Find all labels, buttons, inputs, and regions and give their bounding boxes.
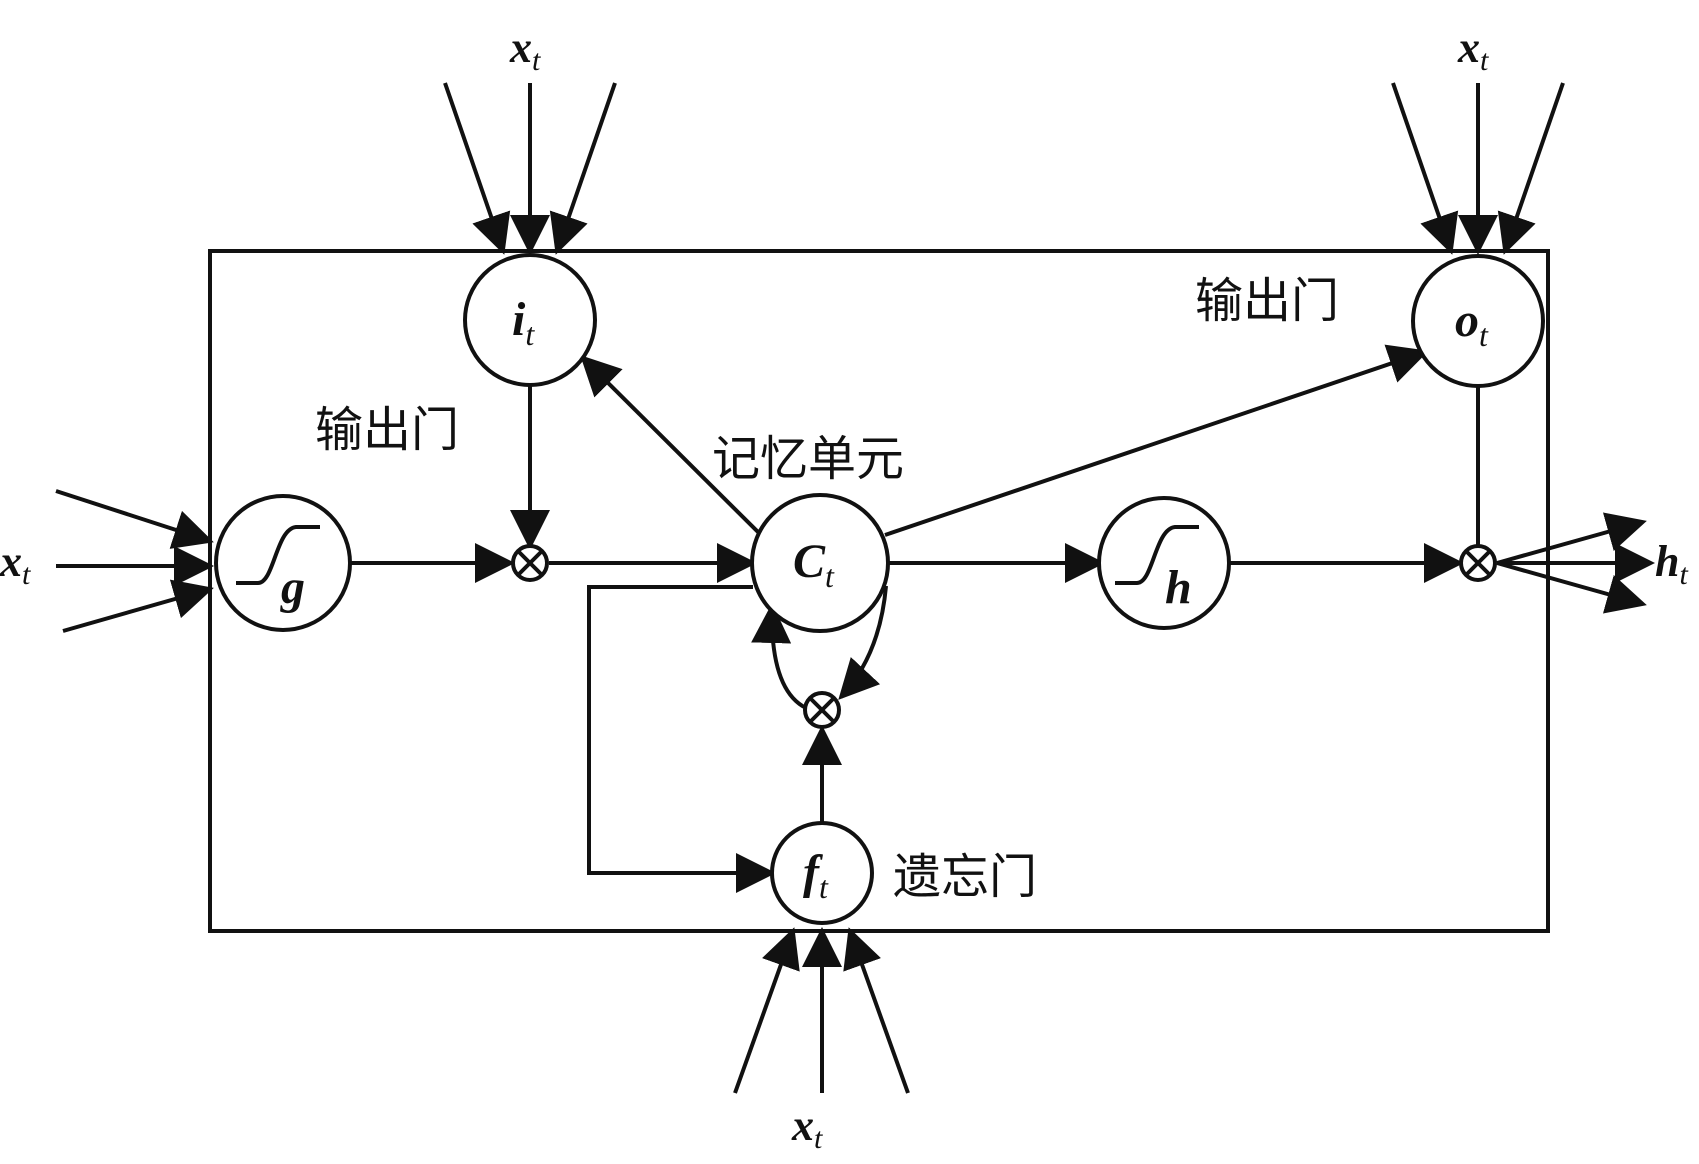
- h-activation-node: h: [1097, 496, 1231, 630]
- multiply-icon: [1459, 544, 1497, 582]
- output-ht-label: ht: [1655, 537, 1688, 591]
- input-xt-top-left: xt: [509, 23, 541, 77]
- input-gate-node: it: [463, 253, 597, 387]
- svg-text:Ct: Ct: [793, 535, 835, 594]
- input-xt-top-right: xt: [1457, 23, 1489, 77]
- sigmoid-curve-icon: [1115, 525, 1199, 585]
- output-gate-node: ot: [1411, 254, 1545, 388]
- svg-text:it: it: [512, 293, 535, 352]
- input-xt-left: xt: [0, 537, 31, 591]
- g-activation-node: g: [214, 494, 352, 632]
- input-arrows-output-gate: [1391, 82, 1565, 255]
- forget-gate-node: ft: [770, 821, 874, 925]
- cell-node: Ct: [750, 493, 890, 633]
- cell-label: 记忆单元: [712, 431, 904, 487]
- input-arrows-input-gate: [443, 82, 617, 255]
- svg-text:g: g: [280, 561, 305, 614]
- svg-text:ot: ot: [1455, 294, 1489, 353]
- internal-connections: [350, 344, 1655, 893]
- sigmoid-curve-icon: [236, 525, 320, 585]
- input-arrows-forget-gate: [733, 927, 910, 1094]
- input-arrows-g: [55, 489, 214, 633]
- multiply-icon: [511, 544, 549, 582]
- output-gate-label: 输出门: [1195, 273, 1339, 329]
- input-xt-bottom: xt: [791, 1101, 823, 1155]
- multiply-icon: [803, 691, 841, 729]
- input-gate-label: 输出门: [315, 402, 459, 458]
- svg-text:h: h: [1165, 561, 1192, 614]
- forget-gate-label: 遗忘门: [893, 849, 1037, 905]
- svg-text:ft: ft: [803, 846, 829, 905]
